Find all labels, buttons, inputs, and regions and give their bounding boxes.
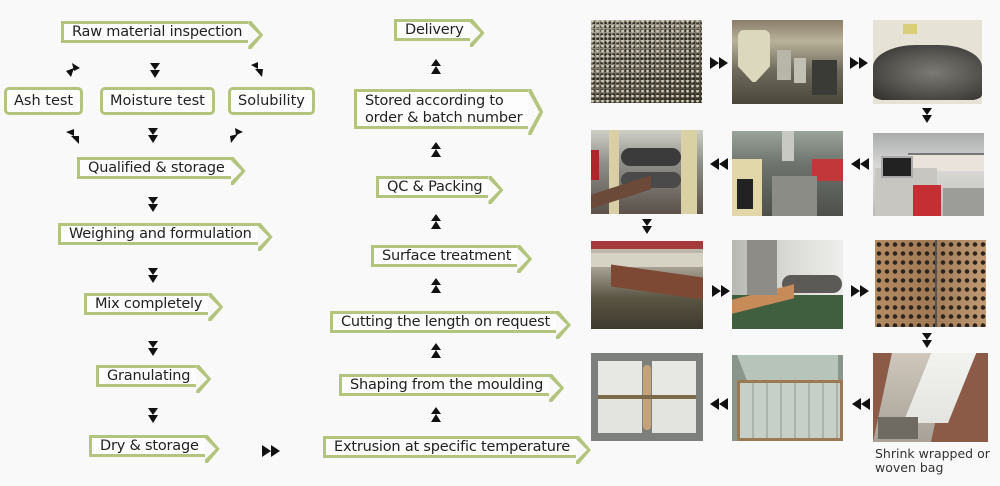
step-weighing-formulation: Weighing and formulation <box>58 223 258 245</box>
step-surface-treatment: Surface treatment <box>371 245 518 267</box>
arrow-right-double-icon <box>851 284 871 300</box>
photo-powder-bag <box>873 20 982 104</box>
arrow-down-double-icon <box>920 333 934 349</box>
arrow-up-double-icon <box>429 278 443 294</box>
step-mix-completely: Mix completely <box>84 293 209 315</box>
arrow-down-right-icon <box>66 128 80 144</box>
photo-cooling-tank <box>591 241 703 329</box>
arrow-down-double-icon <box>146 197 160 213</box>
arrow-up-double-icon <box>429 343 443 359</box>
arrow-right-double-icon <box>262 444 282 460</box>
arrow-down-double-icon <box>146 341 160 357</box>
step-raw-material-inspection: Raw material inspection <box>61 21 249 43</box>
arrow-down-double-icon <box>640 219 654 235</box>
caption-line1: Shrink wrapped or <box>875 446 990 461</box>
arrow-up-double-icon <box>429 59 443 75</box>
test-moisture: Moisture test <box>100 87 215 115</box>
step-stored-line1: Stored according to <box>365 93 504 109</box>
step-qualified-storage: Qualified & storage <box>77 157 231 179</box>
caption-packaging: Shrink wrapped or woven bag <box>875 447 990 475</box>
step-cutting: Cutting the length on request <box>330 311 556 333</box>
test-ash: Ash test <box>4 87 84 115</box>
test-solubility: Solubility <box>228 87 315 115</box>
arrow-right-double-icon <box>712 284 732 300</box>
photo-granules <box>591 20 702 103</box>
step-stored-batch: Stored according to order & batch number <box>354 89 529 129</box>
step-extrusion: Extrusion at specific temperature <box>323 436 576 458</box>
arrow-down-double-icon <box>148 63 162 79</box>
arrow-up-double-icon <box>429 142 443 158</box>
step-dry-storage: Dry & storage <box>89 435 205 457</box>
step-stored-line2: order & batch number <box>365 110 523 126</box>
arrow-down-right-icon <box>249 61 263 77</box>
photo-extrusion-line <box>732 131 843 216</box>
arrow-down-double-icon <box>146 408 160 424</box>
photo-wrapped-boards <box>873 353 988 442</box>
arrow-down-left-icon <box>66 62 80 78</box>
arrow-left-double-icon <box>851 157 871 173</box>
arrow-left-double-icon <box>710 157 730 173</box>
photo-haul-off <box>591 130 703 214</box>
step-shaping: Shaping from the moulding <box>339 374 550 396</box>
photo-extruder-control <box>873 133 984 216</box>
step-granulating: Granulating <box>96 365 197 387</box>
arrow-down-double-icon <box>920 108 934 124</box>
step-delivery: Delivery <box>394 19 470 41</box>
caption-line2: woven bag <box>875 460 944 475</box>
arrow-left-double-icon <box>852 397 872 413</box>
photo-hollow-boards <box>875 240 986 327</box>
arrow-down-left-icon <box>229 127 243 143</box>
arrow-up-double-icon <box>429 407 443 423</box>
arrow-left-double-icon <box>710 397 730 413</box>
arrow-down-double-icon <box>146 128 160 144</box>
arrow-right-double-icon <box>710 56 730 72</box>
arrow-down-double-icon <box>146 268 160 284</box>
arrow-up-double-icon <box>429 214 443 230</box>
photo-mixing-silos <box>732 20 843 104</box>
photo-container <box>591 353 703 441</box>
step-qc-packing: QC & Packing <box>376 176 489 198</box>
arrow-right-double-icon <box>850 56 870 72</box>
photo-pallet <box>732 355 843 441</box>
photo-sanding <box>732 240 843 329</box>
